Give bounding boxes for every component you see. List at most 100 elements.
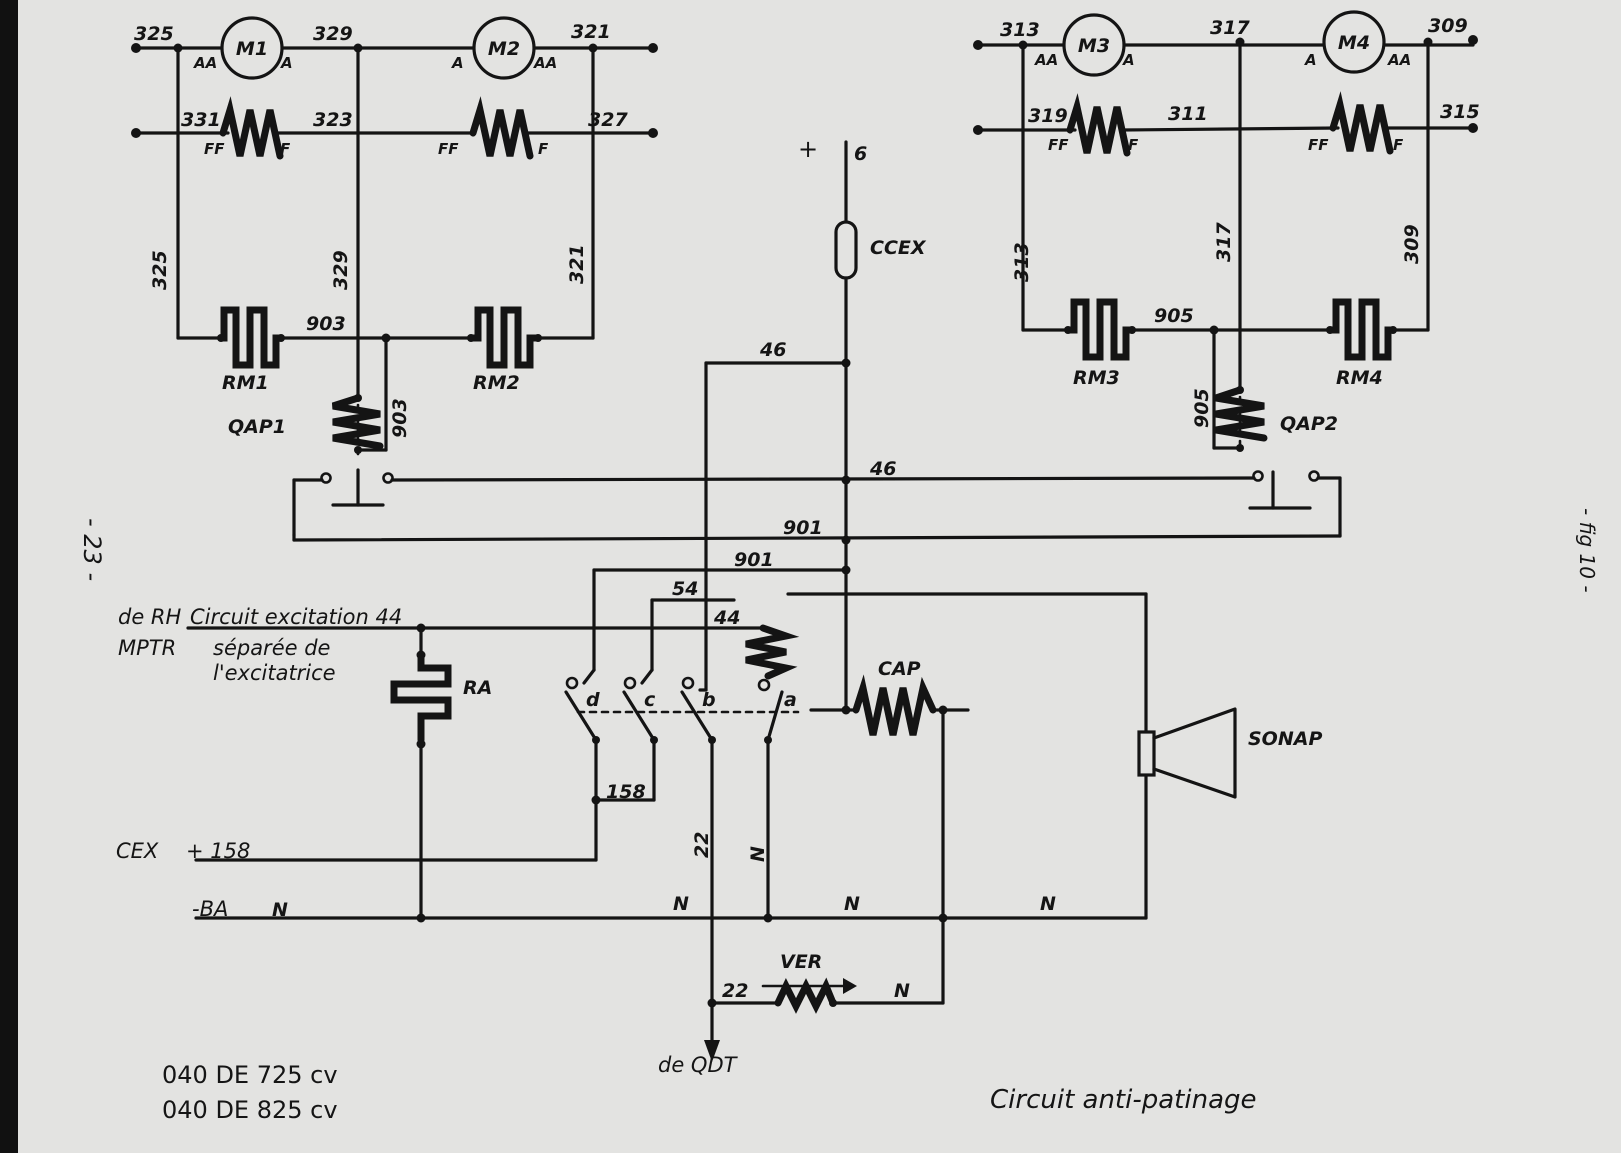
svg-text:A: A <box>1122 51 1135 69</box>
schematic-sheet: M1 AA A M2 A AA 325 329 321 331 FF F 323… <box>18 0 1621 1153</box>
motor-m3: M3 AA A <box>1034 13 1135 77</box>
svg-text:901: 901 <box>734 549 774 571</box>
svg-text:F: F <box>538 140 549 158</box>
svg-text:331: 331 <box>181 109 221 131</box>
svg-text:46: 46 <box>869 458 896 480</box>
svg-text:313: 313 <box>1011 242 1033 282</box>
svg-text:311: 311 <box>1168 103 1208 125</box>
motor-group-left: M1 AA A M2 A AA 325 329 321 331 FF F 323… <box>131 16 658 537</box>
central-control-circuit: + 6 CCEX 46 46 901 901 54 44 <box>186 135 1342 1062</box>
svg-text:VER: VER <box>780 951 822 973</box>
ccex-fuse <box>834 220 858 280</box>
svg-text:315: 315 <box>1440 101 1480 123</box>
svg-text:6: 6 <box>854 143 867 165</box>
svg-text:22: 22 <box>722 980 748 1002</box>
svg-text:AA: AA <box>193 54 217 72</box>
svg-text:a: a <box>784 689 797 711</box>
relay-coil-qap2 <box>1214 386 1268 442</box>
svg-text:FF: FF <box>204 140 225 158</box>
resistor-ra <box>390 651 452 744</box>
svg-text:903: 903 <box>306 313 346 335</box>
svg-text:A: A <box>1304 51 1317 69</box>
resistor-rm2 <box>467 306 542 369</box>
wire-label-329: 329 <box>313 23 353 45</box>
svg-text:A: A <box>280 54 293 72</box>
svg-text:329: 329 <box>330 250 352 290</box>
svg-text:+ 158: + 158 <box>186 839 250 863</box>
annotations: de RH Circuit excitation 44 MPTR séparée… <box>78 508 1599 1124</box>
svg-text:QAP2: QAP2 <box>1280 413 1338 435</box>
field-winding-4 <box>1329 91 1394 155</box>
wire-label-313: 313 <box>1000 19 1040 41</box>
svg-text:F: F <box>1128 136 1139 154</box>
svg-text:44: 44 <box>713 607 740 629</box>
svg-text:AA: AA <box>1034 51 1058 69</box>
svg-text:903: 903 <box>389 398 411 438</box>
relay-contact-qap1 <box>320 468 394 507</box>
svg-text:317: 317 <box>1213 222 1235 262</box>
page-number: - 23 - <box>78 518 106 581</box>
svg-text:RA: RA <box>463 677 492 699</box>
svg-text:AA: AA <box>533 54 557 72</box>
svg-text:54: 54 <box>672 578 698 600</box>
motor-m4: M4 A AA <box>1304 10 1411 74</box>
svg-text:d: d <box>586 689 600 711</box>
svg-text:F: F <box>1393 136 1404 154</box>
svg-text:323: 323 <box>313 109 353 131</box>
svg-text:N: N <box>894 980 910 1002</box>
svg-text:RM3: RM3 <box>1073 367 1120 389</box>
relay-contact-qap2 <box>1248 470 1320 510</box>
field-winding-3 <box>1066 93 1131 157</box>
svg-text:321: 321 <box>566 244 588 284</box>
relay-coil-qap1 <box>331 394 384 450</box>
svg-text:M1: M1 <box>236 38 268 60</box>
svg-text:FF: FF <box>1048 136 1069 154</box>
figure-title: Circuit anti-patinage <box>990 1085 1257 1115</box>
svg-text:N: N <box>272 899 288 921</box>
cap-coil <box>852 674 937 736</box>
svg-text:CCEX: CCEX <box>870 237 927 259</box>
svg-text:de RH: de RH <box>118 605 182 629</box>
svg-text:QAP1: QAP1 <box>228 416 286 438</box>
svg-text:RM1: RM1 <box>222 372 269 394</box>
resistor-ver <box>774 977 837 1014</box>
svg-text:MPTR: MPTR <box>118 636 176 660</box>
svg-text:de QDT: de QDT <box>658 1053 739 1077</box>
model-label-725: 040 DE 725 cv <box>162 1061 338 1089</box>
resistor-rm3 <box>1064 298 1136 361</box>
wire-label-325: 325 <box>134 23 174 45</box>
svg-text:158: 158 <box>606 781 646 803</box>
svg-text:A: A <box>451 54 464 72</box>
figure-number: - fig 10 - <box>1575 508 1599 593</box>
relay-contacts-cap: d c b a <box>564 668 800 744</box>
svg-text:327: 327 <box>588 109 628 131</box>
svg-text:M3: M3 <box>1078 35 1110 57</box>
svg-text:309: 309 <box>1401 224 1423 264</box>
svg-text:N: N <box>673 893 689 915</box>
shunt-coil-44 <box>745 624 800 680</box>
svg-text:-BA: -BA <box>192 897 228 921</box>
svg-text:22: 22 <box>691 832 713 858</box>
svg-text:905: 905 <box>1154 305 1194 327</box>
svg-text:325: 325 <box>149 250 171 290</box>
svg-text:b: b <box>702 689 716 711</box>
svg-text:901: 901 <box>783 517 823 539</box>
svg-text:FF: FF <box>1308 136 1329 154</box>
anti-slip-circuit-diagram: M1 AA A M2 A AA 325 329 321 331 FF F 323… <box>78 10 1599 1124</box>
field-winding-1 <box>219 96 284 160</box>
svg-text:c: c <box>644 689 656 711</box>
svg-text:SONAP: SONAP <box>1248 728 1322 750</box>
svg-text:905: 905 <box>1191 388 1213 428</box>
svg-text:RM4: RM4 <box>1336 367 1383 389</box>
resistor-rm4 <box>1326 298 1397 361</box>
wire-label-317: 317 <box>1210 17 1250 39</box>
svg-text:F: F <box>280 140 291 158</box>
svg-text:M2: M2 <box>488 38 520 60</box>
svg-text:319: 319 <box>1028 105 1068 127</box>
sonap-horn <box>1137 707 1237 799</box>
svg-text:M4: M4 <box>1338 32 1370 54</box>
svg-text:Circuit excitation 44: Circuit excitation 44 <box>190 605 402 629</box>
svg-text:séparée de: séparée de <box>213 636 330 660</box>
wire-label-321: 321 <box>571 21 611 43</box>
svg-text:N: N <box>747 846 769 862</box>
